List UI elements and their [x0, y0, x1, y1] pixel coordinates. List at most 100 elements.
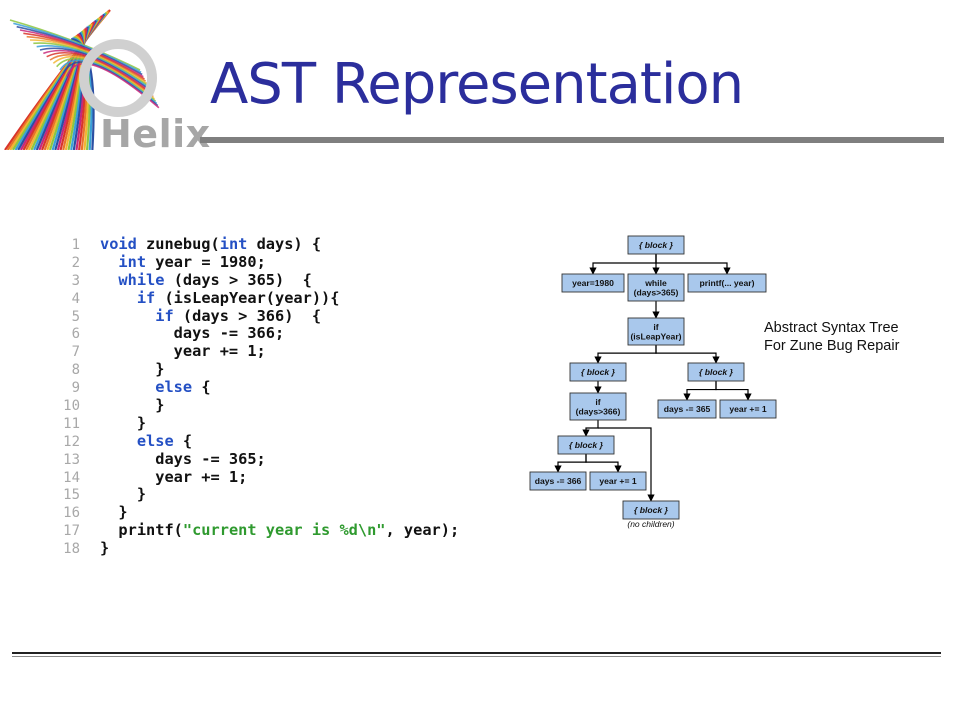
ast-node-label: (days>365) — [634, 287, 679, 297]
ast-edge — [598, 427, 655, 502]
code-text: printf("current year is %d\n", year); — [100, 521, 460, 540]
logo-stroke — [33, 42, 149, 87]
line-number: 1 — [71, 237, 80, 253]
ast-node-label: days -= 365 — [664, 404, 711, 414]
line-number: 15 — [63, 487, 80, 504]
line-number: 14 — [63, 469, 80, 486]
ast-node-label: while — [644, 278, 667, 288]
code-text: } — [100, 360, 165, 379]
code-line: 8 } — [54, 360, 534, 379]
ast-node-printf: printf(... year) — [687, 273, 767, 293]
line-number: 18 — [63, 541, 80, 558]
ast-node-label: { block } — [581, 367, 616, 377]
ast-node-box — [657, 399, 717, 419]
ast-node-days-366: days -= 366 — [529, 471, 587, 491]
code-line: 6 days -= 366; — [54, 325, 534, 343]
ast-edge — [589, 254, 657, 275]
code-line: 11 } — [54, 413, 534, 433]
line-number: 8 — [71, 362, 80, 379]
logo-stroke — [19, 29, 144, 78]
ast-node-label: printf(... year) — [700, 278, 755, 288]
line-number: 6 — [71, 326, 80, 343]
code-line: 5 if (days > 366) { — [54, 306, 534, 326]
logo-stroke — [59, 59, 158, 104]
ast-node-box — [687, 273, 767, 293]
code-text: int year = 1980; — [118, 252, 266, 271]
ast-node-box — [719, 399, 777, 419]
code-text: } — [100, 413, 147, 432]
code-line: 4 if (isLeapYear(year)){ — [54, 289, 534, 308]
helix-logo — [0, 0, 200, 150]
line-number: 16 — [63, 505, 80, 522]
code-text: year += 1; — [100, 467, 248, 486]
ast-node-year-1980: year=1980 — [561, 273, 625, 293]
ast-node-box — [589, 471, 647, 491]
code-text: if (days > 366) { — [155, 306, 322, 325]
code-text: else { — [155, 378, 211, 397]
line-number: 5 — [71, 308, 80, 325]
ast-node-box — [561, 273, 625, 293]
ast-edge — [554, 454, 587, 473]
ast-caption-line-1: Abstract Syntax Tree — [764, 320, 899, 336]
logo-stroke — [9, 19, 141, 71]
ast-edge — [582, 420, 599, 437]
ast-node-block-empty: { block } — [622, 500, 680, 520]
logo-text: Helix — [100, 112, 211, 156]
code-line: 15 } — [54, 486, 534, 504]
code-line: 3 while (days > 365) { — [54, 270, 534, 290]
ast-node-box — [627, 317, 685, 346]
line-number: 12 — [63, 433, 80, 450]
code-line: 9 else { — [54, 378, 534, 397]
ast-edges — [554, 254, 752, 502]
ast-diagram: { block } year=1980 while(days>365) printf(… — [529, 235, 777, 529]
ast-edge — [594, 345, 657, 364]
ast-node-box — [687, 362, 745, 382]
code-text: days -= 366; — [100, 324, 285, 343]
code-line: 16 } — [54, 503, 534, 522]
ast-node-label: { block } — [634, 505, 669, 515]
code-line: 18} — [54, 539, 534, 558]
ast-nodes: { block } year=1980 while(days>365) printf(… — [529, 235, 777, 520]
logo-stroke — [16, 25, 143, 76]
ast-node-label: { block } — [639, 240, 674, 250]
ast-caption-line-2: For Zune Bug Repair — [764, 338, 900, 354]
code-text: while (days > 365) { — [118, 270, 312, 289]
line-number: 4 — [71, 290, 80, 307]
logo-helix-graphic — [4, 9, 160, 150]
ast-edge — [655, 345, 720, 364]
line-number: 9 — [71, 380, 80, 397]
ast-node-label: (days>366) — [576, 406, 621, 416]
ast-node-label: days -= 366 — [535, 476, 582, 486]
ast-node-label: { block } — [569, 440, 604, 450]
ast-node-label: if — [595, 397, 600, 407]
ast-node-block-inner: { block } — [557, 435, 615, 455]
code-text: } — [100, 503, 128, 522]
ast-edge — [715, 381, 752, 401]
line-number: 17 — [63, 523, 80, 540]
logo-ring — [79, 39, 157, 117]
ast-node-year-inc-a: year += 1 — [719, 399, 777, 419]
code-text: } — [100, 485, 147, 504]
ast-node-label: year=1980 — [572, 278, 614, 288]
ast-node-label: (isLeapYear) — [630, 331, 681, 341]
ast-node-box — [627, 273, 685, 302]
no-children-label: (no children) — [627, 519, 674, 529]
code-line: 17 printf("current year is %d\n", year); — [54, 521, 534, 540]
ast-node-year-inc-b: year += 1 — [589, 471, 647, 491]
logo-stroke — [13, 22, 142, 73]
code-text: void zunebug(int days) { — [100, 235, 322, 253]
line-number: 11 — [63, 415, 80, 432]
code-text: days -= 365; — [100, 449, 266, 468]
ast-node-box — [622, 500, 680, 520]
footer-rule — [12, 652, 941, 654]
logo-stroke — [29, 39, 148, 85]
ast-node-label: year += 1 — [729, 404, 766, 414]
ast-node-block-else: { block } — [687, 362, 745, 382]
code-line: 10 } — [54, 396, 534, 415]
ast-node-box — [569, 362, 627, 382]
slide-title: AST Representation — [210, 52, 744, 117]
ast-node-box — [529, 471, 587, 491]
ast-node-block-root: { block } — [627, 235, 685, 255]
ast-caption: Abstract Syntax Tree For Zune Bug Repair — [764, 319, 899, 355]
